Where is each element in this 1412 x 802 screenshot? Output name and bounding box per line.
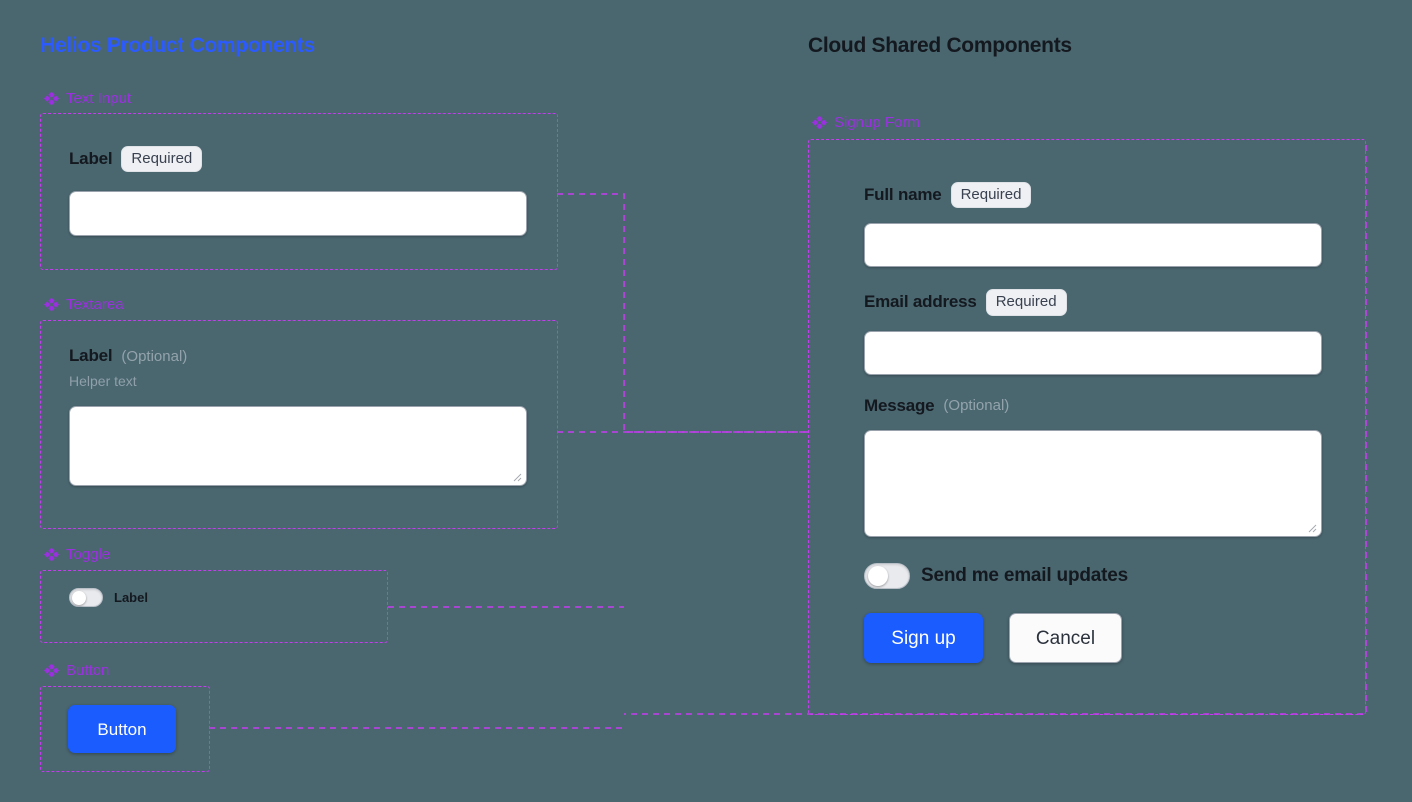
group-label-textarea: Textarea <box>44 296 124 313</box>
message-label-row: Message (Optional) <box>864 395 1365 416</box>
signup-actions: Sign up Cancel <box>864 613 1365 664</box>
right-panel-title: Cloud Shared Components <box>808 34 1072 57</box>
resize-grip-icon[interactable] <box>510 470 522 482</box>
left-panel-title: Helios Product Components <box>40 34 315 57</box>
cancel-button[interactable]: Cancel <box>1009 613 1122 664</box>
components-diamond-icon <box>812 115 827 130</box>
textarea-helper-text: Helper text <box>69 372 137 389</box>
textarea-label: Label <box>69 346 113 365</box>
components-diamond-icon <box>44 91 59 106</box>
email-updates-label: Send me email updates <box>921 565 1128 587</box>
textarea-optional-text: (Optional) <box>121 347 188 365</box>
region-signup-form: Full name Required Email address Require… <box>808 139 1366 715</box>
sign-up-button[interactable]: Sign up <box>864 613 983 664</box>
toggle-row[interactable]: Label <box>69 588 387 607</box>
text-input-label-row: Label Required <box>69 146 557 173</box>
group-label-text: Toggle <box>66 546 111 563</box>
group-label-text: Text Input <box>66 90 132 107</box>
region-textarea: Label (Optional) Helper text <box>40 320 558 529</box>
message-field-wrap[interactable] <box>864 430 1322 538</box>
message-label: Message <box>864 395 935 415</box>
full-name-label-row: Full name Required <box>864 182 1365 209</box>
group-label-text: Textarea <box>66 296 124 313</box>
full-name-input[interactable] <box>864 223 1322 268</box>
demo-button[interactable]: Button <box>68 705 176 753</box>
components-diamond-icon <box>44 547 59 562</box>
group-label-button: Button <box>44 662 109 679</box>
text-input-label: Label <box>69 148 113 168</box>
group-label-text-input: Text Input <box>44 90 131 107</box>
connector-text-input <box>557 193 808 433</box>
components-diamond-icon <box>44 663 59 678</box>
textarea-field[interactable] <box>70 406 526 485</box>
textarea-label-row: Label (Optional) <box>69 346 557 366</box>
toggle-switch[interactable] <box>69 588 103 607</box>
message-textarea[interactable] <box>865 431 1321 537</box>
email-label: Email address <box>864 292 977 312</box>
components-diamond-icon <box>44 297 59 312</box>
text-input-field[interactable] <box>69 191 527 237</box>
email-updates-toggle[interactable] <box>864 563 910 590</box>
full-name-required-badge: Required <box>950 182 1032 209</box>
toggle-label: Label <box>114 590 148 605</box>
group-label-toggle: Toggle <box>44 546 110 563</box>
textarea-field-wrap[interactable] <box>69 405 527 486</box>
region-button: Button <box>40 686 210 772</box>
region-toggle: Label <box>40 570 388 643</box>
email-required-badge: Required <box>985 289 1067 316</box>
group-label-text: Button <box>66 662 110 679</box>
email-input[interactable] <box>864 330 1322 375</box>
full-name-label: Full name <box>864 184 942 204</box>
email-updates-row[interactable]: Send me email updates <box>864 563 1365 590</box>
message-optional-text: (Optional) <box>943 397 1010 415</box>
group-label-text: Signup Form <box>834 114 920 131</box>
resize-grip-icon[interactable] <box>1305 521 1317 533</box>
region-text-input: Label Required <box>40 113 558 270</box>
text-input-required-badge: Required <box>121 146 203 173</box>
group-label-signup-form: Signup Form <box>812 114 920 131</box>
email-label-row: Email address Required <box>864 289 1365 316</box>
